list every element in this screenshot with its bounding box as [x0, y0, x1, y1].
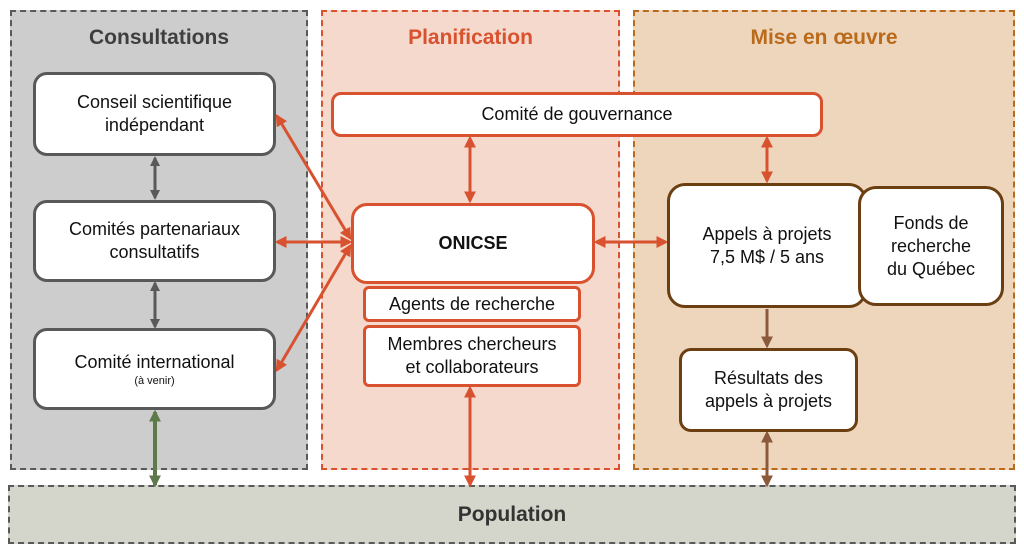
comite-international-box: Comité international (à venir) — [33, 328, 276, 410]
international-note: (à venir) — [134, 374, 175, 387]
conseil-scientifique-box: Conseil scientifique indépendant — [33, 72, 276, 156]
resultats-line2: appels à projets — [704, 391, 833, 411]
membres-line1: Membres chercheurs — [387, 334, 557, 354]
membres-chercheurs-box: Membres chercheurs et collaborateurs — [363, 325, 581, 387]
resultats-appels-box: Résultats des appels à projets — [679, 348, 858, 432]
gouvernance-label: Comité de gouvernance — [481, 104, 673, 124]
onicse-box: ONICSE — [351, 203, 595, 284]
appels-line2: 7,5 M$ / 5 ans — [709, 246, 825, 267]
agents-recherche-box: Agents de recherche — [363, 286, 581, 322]
comites-partenariaux-box: Comités partenariaux consultatifs — [33, 200, 276, 282]
comites-line1: Comités partenariaux — [68, 219, 241, 239]
fonds-line3: du Québec — [886, 258, 976, 279]
population-panel: Population — [8, 485, 1016, 544]
mise-en-oeuvre-title: Mise en œuvre — [750, 26, 898, 49]
membres-line2: et collaborateurs — [405, 357, 539, 377]
conseil-line2: indépendant — [104, 115, 205, 135]
consultations-title: Consultations — [89, 26, 229, 49]
arrow-conseil-onicse — [275, 113, 352, 241]
appels-projets-box: Appels à projets 7,5 M$ / 5 ans — [667, 183, 867, 308]
fonds-line2: recherche — [890, 235, 972, 256]
planification-title: Planification — [408, 26, 533, 49]
agents-label: Agents de recherche — [388, 293, 556, 314]
appels-line1: Appels à projets — [702, 223, 832, 244]
arrow-international-onicse — [275, 243, 352, 373]
conseil-line1: Conseil scientifique — [76, 92, 233, 112]
resultats-line1: Résultats des — [713, 368, 824, 388]
international-line1: Comité international — [74, 351, 235, 372]
fonds-recherche-box: Fonds de recherche du Québec — [858, 186, 1004, 306]
fonds-line1: Fonds de — [893, 212, 969, 233]
onicse-label: ONICSE — [438, 233, 508, 253]
population-label: Population — [457, 502, 567, 526]
comites-line2: consultatifs — [109, 242, 200, 262]
comite-gouvernance-box: Comité de gouvernance — [331, 92, 823, 137]
